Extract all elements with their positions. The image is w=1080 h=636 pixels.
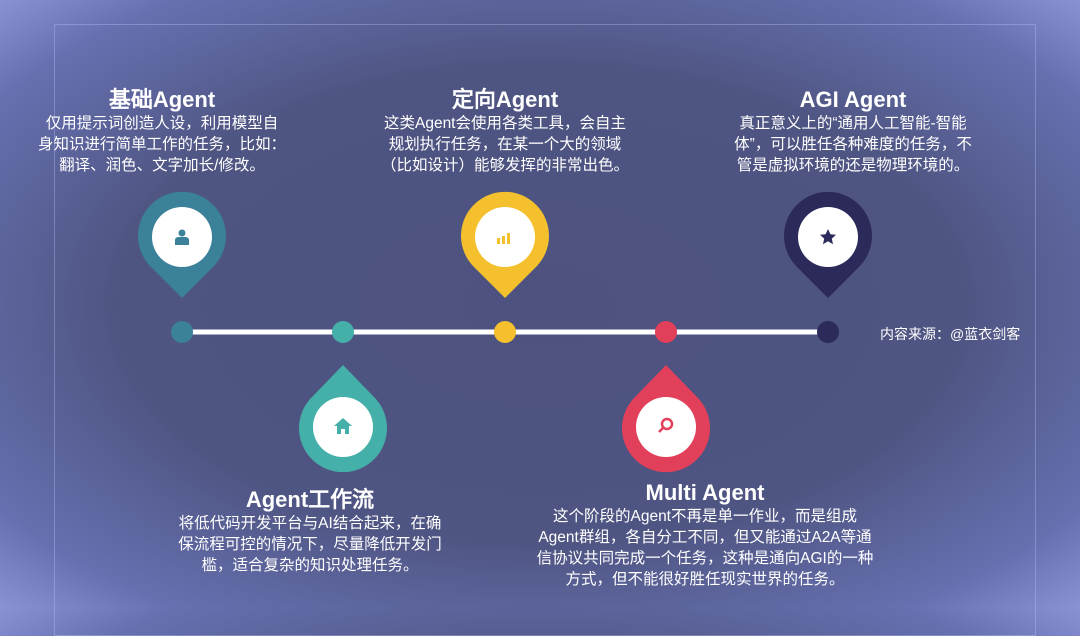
user-icon [175,229,189,245]
stage-title: Multi Agent [645,480,765,505]
search-icon [658,417,674,433]
pin-stage-4 [622,365,710,473]
stage-desc: 这类Agent会使用各类工具，会自主 规划执行任务，在某一个大的领域 （比如设计… [380,115,629,174]
pin-stage-5 [784,191,873,298]
bar-chart-icon [497,233,510,244]
timeline-dot-4 [655,321,677,343]
stage-agi-agent: AGI Agent 真正意义上的“通用人工智能-智能 体”，可以胜任各种难度的任… [698,87,1008,176]
stage-title: Agent工作流 [245,487,375,512]
stage-multi-agent: Multi Agent 这个阶段的Agent不再是单一作业，而是组成 Agent… [500,480,910,590]
stage-desc: 真正意义上的“通用人工智能-智能 体”，可以胜任各种难度的任务，不 管是虚拟环境… [734,115,972,174]
timeline-dot-3 [494,321,516,343]
timeline-dot-5 [817,321,839,343]
home-icon [334,418,352,434]
timeline-dot-1 [171,321,193,343]
stage-title: 基础Agent [108,87,216,112]
stage-title: AGI Agent [799,87,907,112]
stage-desc: 这个阶段的Agent不再是单一作业，而是组成 Agent群组，各自分工不同，但又… [536,508,874,588]
timeline-dot-2 [332,321,354,343]
star-icon [820,229,836,245]
stage-agent-workflow: Agent工作流 将低代码开发平台与AI结合起来，在确 保流程可控的情况下，尽量… [150,487,470,576]
stage-desc: 将低代码开发平台与AI结合起来，在确 保流程可控的情况下，尽量降低开发门 槛，适… [178,515,442,574]
stage-desc: 仅用提示词创造人设，利用模型自 身知识进行简单工作的任务，比如： 翻译、润色、文… [37,115,286,174]
timeline-diagram [138,191,873,473]
stage-basic-agent: 基础Agent 仅用提示词创造人设，利用模型自 身知识进行简单工作的任务，比如：… [22,87,302,176]
pin-stage-3 [460,191,549,298]
pin-stage-2 [299,365,388,473]
stage-title: 定向Agent [451,87,559,112]
source-credit: 内容来源：@蓝衣剑客 [880,326,1021,342]
pin-stage-1 [138,191,226,298]
stage-directed-agent: 定向Agent 这类Agent会使用各类工具，会自主 规划执行任务，在某一个大的… [355,87,655,176]
